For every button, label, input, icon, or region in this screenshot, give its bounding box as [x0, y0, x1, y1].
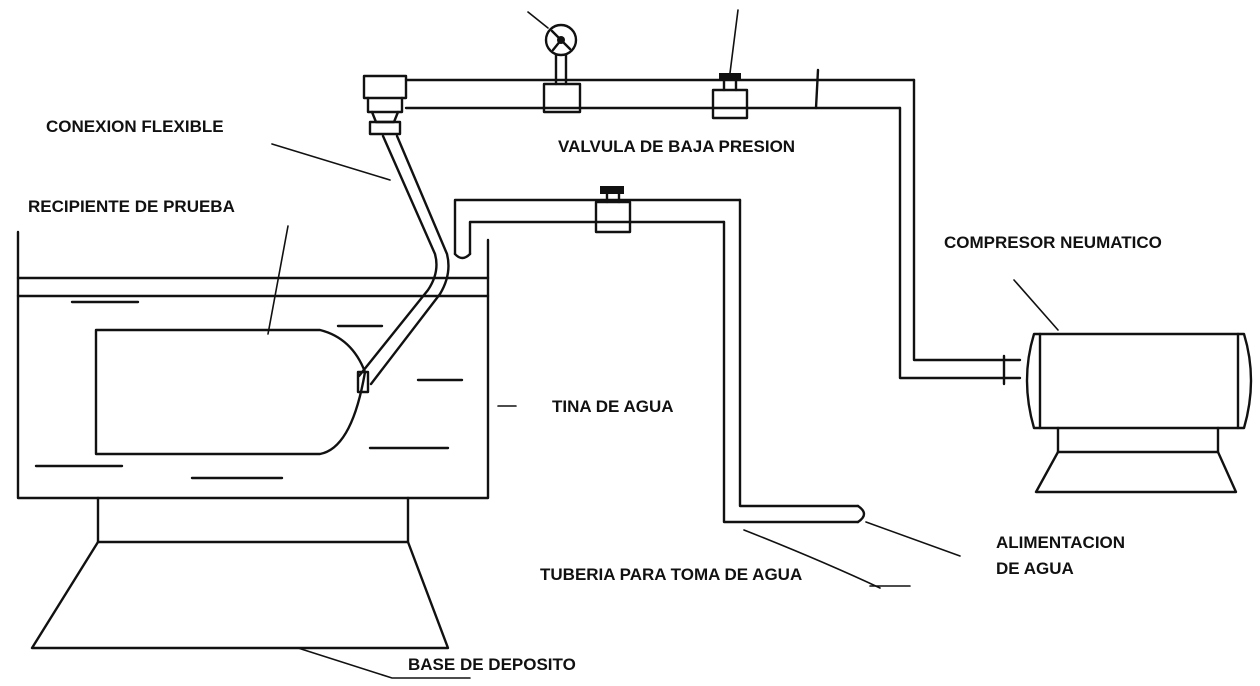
label-compresor-neumatico: COMPRESOR NEUMATICO [944, 233, 1162, 252]
test-vessel [94, 328, 367, 456]
air-valve [711, 9, 749, 120]
water-tub [16, 230, 490, 500]
label-de-agua: DE AGUA [996, 559, 1074, 578]
hose-fitting [362, 74, 408, 136]
flexible-hose [356, 134, 450, 394]
label-tuberia-toma-agua: TUBERIA PARA TOMA DE AGUA [540, 565, 802, 584]
label-alimentacion: ALIMENTACION [996, 533, 1125, 552]
pressure-gauge [527, 11, 582, 114]
label-base-deposito: BASE DE DEPOSITO [408, 655, 576, 674]
low-pressure-valve [594, 186, 632, 234]
label-valvula-baja-presion: VALVULA DE BAJA PRESION [558, 137, 795, 156]
label-tina-agua: TINA DE AGUA [552, 397, 674, 416]
tank-base [30, 496, 450, 650]
air-pipe [404, 68, 1022, 386]
label-recipiente-prueba: RECIPIENTE DE PRUEBA [28, 197, 235, 216]
water-pipe [453, 198, 866, 524]
label-conexion-flexible: CONEXION FLEXIBLE [46, 117, 224, 136]
pneumatic-compressor [1025, 332, 1253, 494]
leader-lines [267, 143, 1059, 679]
